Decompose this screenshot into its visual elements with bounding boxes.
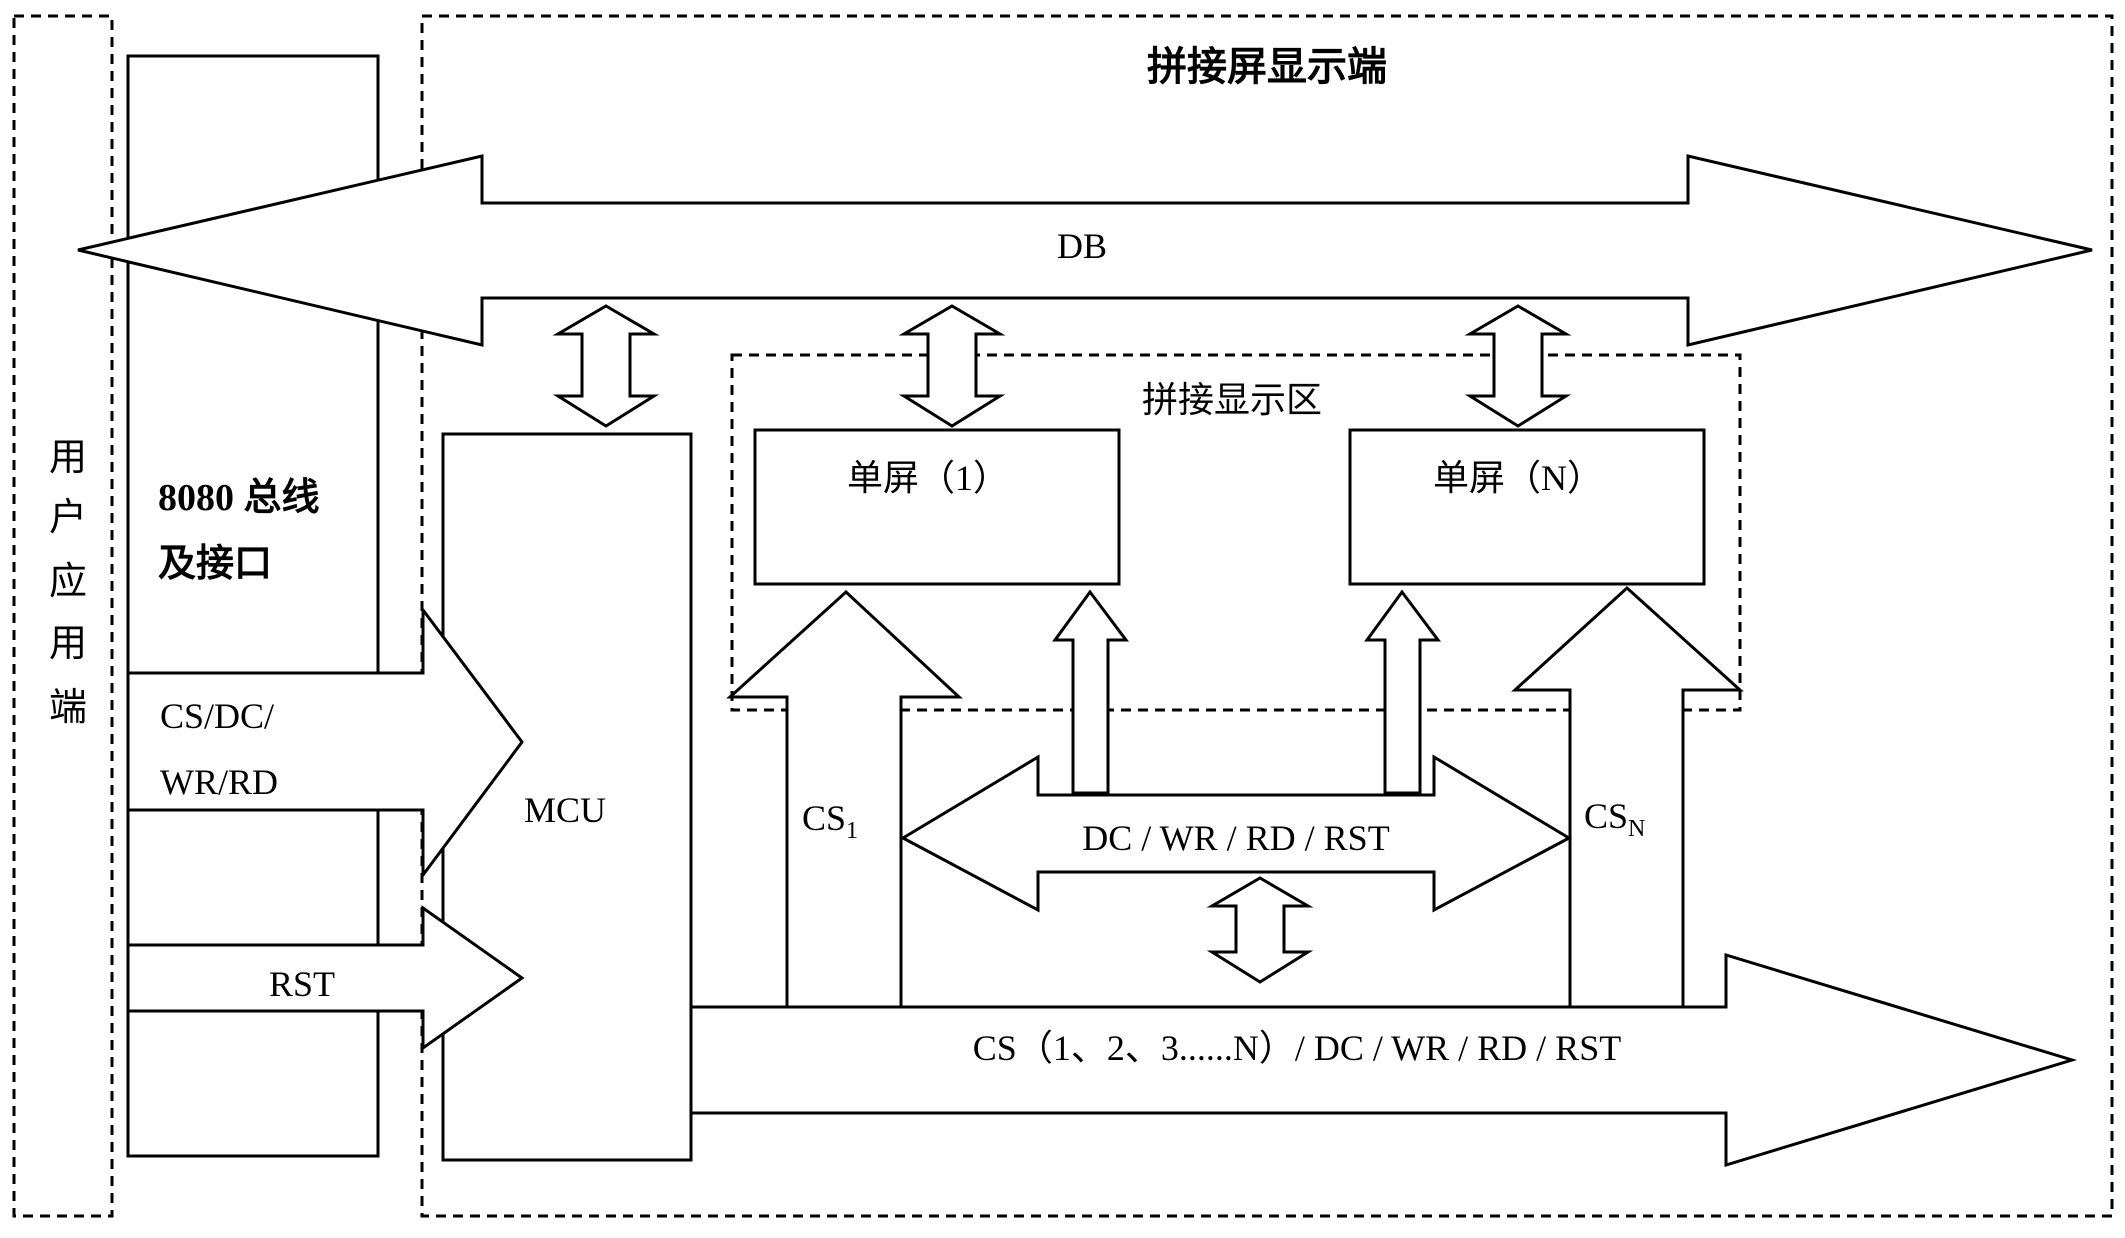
user-side-char-1: 用 xyxy=(49,437,87,479)
mcu-label: MCU xyxy=(524,790,606,830)
rst-input-arrow xyxy=(126,905,525,1051)
cs1-up-arrow xyxy=(726,589,963,1009)
user-side-char-4: 用 xyxy=(49,623,87,665)
user-side-char-5: 端 xyxy=(49,687,87,729)
bus-interface-label-line1: 8080 总线 xyxy=(158,477,320,519)
single-screen-n xyxy=(1348,428,1706,586)
csn-label-base: CS xyxy=(1584,796,1628,836)
cs1-label-base: CS xyxy=(802,798,846,838)
user-side-label: 用 户 应 用 端 xyxy=(49,437,87,729)
splice-area-label: 拼接显示区 xyxy=(1142,380,1322,420)
cs-dc-label-line1: CS/DC/ xyxy=(160,696,274,736)
screenn-db-double-arrow xyxy=(1464,304,1572,428)
screen-1-label: 单屏（1） xyxy=(847,458,1009,498)
mcu-db-double-arrow xyxy=(552,304,660,428)
cs1-label-sub: 1 xyxy=(846,818,858,844)
single-screen-1 xyxy=(753,428,1121,586)
csn-up-arrow xyxy=(1511,585,1744,1009)
display-side-title: 拼接屏显示端 xyxy=(1147,44,1387,89)
user-application-region xyxy=(12,14,114,1218)
screen1-control-up-arrow xyxy=(1052,589,1129,795)
screen1-db-double-arrow xyxy=(898,304,1006,428)
dc-bus-label: DC / WR / RD / RST xyxy=(1082,818,1389,858)
db-label: DB xyxy=(1057,226,1107,266)
screenn-control-up-arrow xyxy=(1364,589,1441,795)
user-side-char-2: 户 xyxy=(49,497,87,539)
cs-dc-wr-rd-input-arrow xyxy=(126,605,524,880)
dc-bus-bottom-double-arrow xyxy=(1206,876,1314,984)
dc-wr-rd-rst-double-arrow xyxy=(899,754,1573,913)
bottom-bus-label: CS（1、2、3......N）/ DC / WR / RD / RST xyxy=(973,1028,1621,1068)
csn-label-sub: N xyxy=(1628,816,1645,842)
screen-n-label: 单屏（N） xyxy=(1433,458,1603,498)
csn-label: CSN xyxy=(1584,796,1645,842)
rst-input-label: RST xyxy=(269,964,335,1004)
cs1-label: CS1 xyxy=(802,798,858,844)
bottom-control-bus-arrow xyxy=(689,952,2078,1168)
user-side-char-3: 应 xyxy=(49,561,87,603)
bus-interface-label-line2: 及接口 xyxy=(158,543,272,585)
db-bus-arrow xyxy=(77,154,2093,347)
cs-dc-label-line2: WR/RD xyxy=(160,762,278,802)
